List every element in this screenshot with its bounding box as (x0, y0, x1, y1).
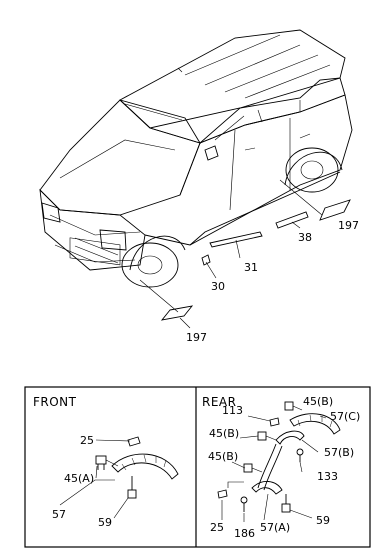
rear-liner-57c (289, 413, 341, 435)
rear-liner-57a (251, 481, 283, 495)
front-callout-45a: 45(A) (64, 472, 94, 485)
front-panel-title: FRONT (33, 395, 77, 409)
rear-callout-186: 186 (234, 527, 255, 540)
rear-bolt-59 (281, 494, 291, 513)
part-30-clip (201, 254, 211, 266)
rear-callout-45b-mid: 45(B) (209, 427, 239, 440)
top-leaders (139, 179, 323, 329)
callout-197-front: 197 (186, 331, 207, 344)
part-197-front-flap (160, 305, 194, 321)
callout-31: 31 (244, 261, 258, 274)
front-panel: FRONT 25 45(A) 57 59 (33, 395, 179, 529)
rear-panel: REAR (202, 395, 360, 540)
detail-panels (24, 386, 371, 548)
rear-callout-133: 133 (317, 470, 338, 483)
rear-callout-59: 59 (316, 514, 330, 527)
front-screw-45a (95, 455, 119, 470)
rear-liner-57b (275, 430, 305, 445)
front-callout-25: 25 (80, 434, 94, 447)
front-callout-57: 57 (52, 508, 66, 521)
rear-callout-57a: 57(A) (260, 521, 290, 534)
rear-clip-133 (296, 448, 304, 462)
part-38-moulding (275, 211, 309, 229)
vehicle-illustration (39, 29, 353, 321)
rear-clip-113 (269, 417, 280, 427)
rear-callout-25: 25 (210, 521, 224, 534)
callout-197-rear: 197 (338, 219, 359, 232)
rear-callout-57b: 57(B) (324, 446, 354, 459)
rear-callout-113: 113 (222, 404, 243, 417)
rear-callout-57c: 57(C) (330, 410, 360, 423)
rear-callout-45b-top: 45(B) (303, 395, 333, 408)
rear-screw-186 (240, 496, 248, 512)
rear-screw-45b-top (284, 401, 303, 411)
front-callout-59: 59 (98, 516, 112, 529)
part-197-rear-flap (319, 199, 351, 221)
callout-38: 38 (298, 231, 312, 244)
front-fender-liner (111, 453, 179, 480)
part-31-moulding (209, 231, 263, 248)
rear-screw-45b-mid (257, 431, 277, 441)
rear-screw-45b-low (243, 463, 263, 473)
callout-30: 30 (211, 280, 225, 293)
front-clip-25 (127, 436, 141, 447)
front-bolt-59 (127, 476, 137, 499)
rear-panel-title: REAR (202, 395, 236, 409)
rear-clip-25 (217, 489, 228, 499)
top-callouts: 197 38 31 30 197 (186, 219, 359, 344)
rear-callout-45b-low: 45(B) (208, 450, 238, 463)
